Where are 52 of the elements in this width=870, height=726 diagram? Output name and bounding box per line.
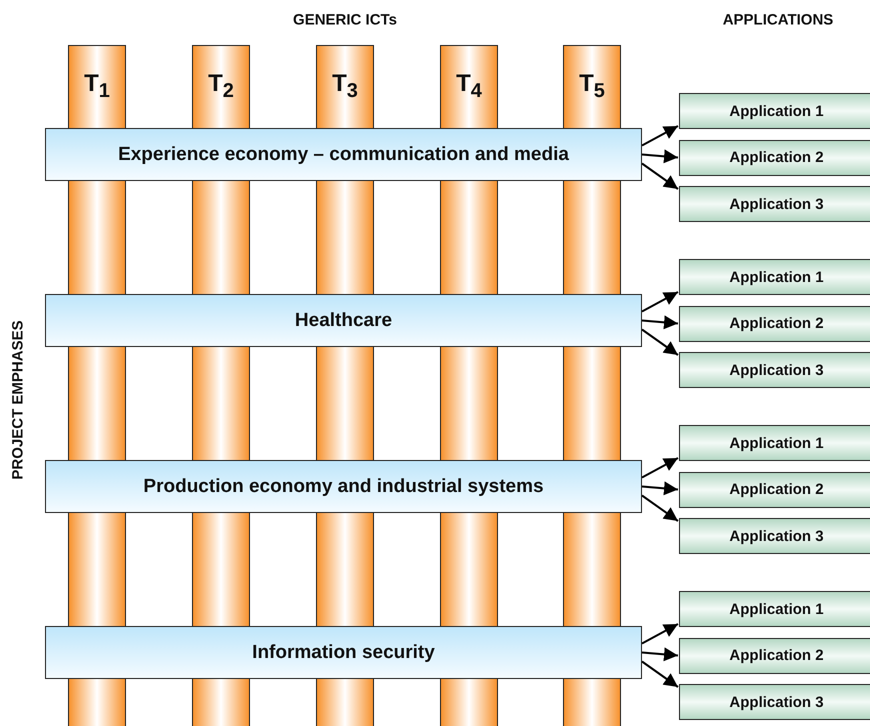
application-label: Application 2: [729, 481, 824, 498]
arrow: [642, 125, 678, 146]
application-box: [679, 140, 870, 176]
application-box: [679, 591, 870, 627]
band-label: Experience economy – communication and media: [118, 144, 569, 166]
application-label: Application 1: [729, 600, 824, 618]
arrow: [641, 494, 679, 522]
application-box: [679, 518, 870, 554]
application-label: Application 2: [729, 149, 824, 166]
application-label: Application 2: [729, 315, 824, 332]
application-label: Application 3: [729, 196, 824, 212]
axis-heading: PROJECT EMPHASES: [10, 320, 26, 480]
band-label: Information security: [252, 642, 435, 664]
pillar-label: T$_{1}$: [84, 70, 110, 103]
arrow: [642, 623, 678, 644]
application-box: [679, 352, 870, 388]
application-label: Application 3: [729, 694, 824, 710]
band-label: Healthcare: [294, 310, 392, 332]
application-box: [679, 186, 870, 222]
arrow: [642, 457, 678, 478]
application-box: [679, 306, 870, 342]
application-label: Application 1: [729, 102, 824, 120]
arrow: [641, 328, 679, 356]
application-label: Application 1: [729, 268, 824, 286]
band-label: Production economy and industrial systems: [143, 476, 544, 498]
application-label: Application 1: [729, 434, 824, 452]
application-label: Application 3: [729, 528, 824, 544]
pillar-label: T$_{3}$: [332, 70, 358, 103]
application-box: [679, 425, 870, 461]
arrow: [642, 291, 678, 312]
application-box: [679, 684, 870, 720]
band-box: [45, 460, 642, 513]
column-heading: APPLICATIONS: [722, 12, 834, 28]
pillar-label: T$_{5}$: [579, 70, 605, 103]
band-box: [45, 294, 642, 347]
arrow: [641, 162, 679, 190]
arrow: [641, 660, 679, 688]
arrow: [642, 149, 678, 164]
arrow: [642, 481, 678, 496]
band-box: [45, 128, 642, 181]
application-label: Application 3: [729, 362, 824, 378]
application-box: [679, 638, 870, 674]
arrow: [642, 315, 678, 330]
application-box: [679, 472, 870, 508]
application-label: Application 2: [729, 647, 824, 664]
application-box: [679, 259, 870, 295]
pillar-label: T$_{2}$: [208, 70, 234, 103]
column-heading: GENERIC ICTs: [293, 12, 397, 28]
band-box: [45, 626, 642, 679]
application-box: [679, 93, 870, 129]
arrow: [642, 647, 678, 662]
pillar-label: T$_{4}$: [456, 70, 482, 103]
